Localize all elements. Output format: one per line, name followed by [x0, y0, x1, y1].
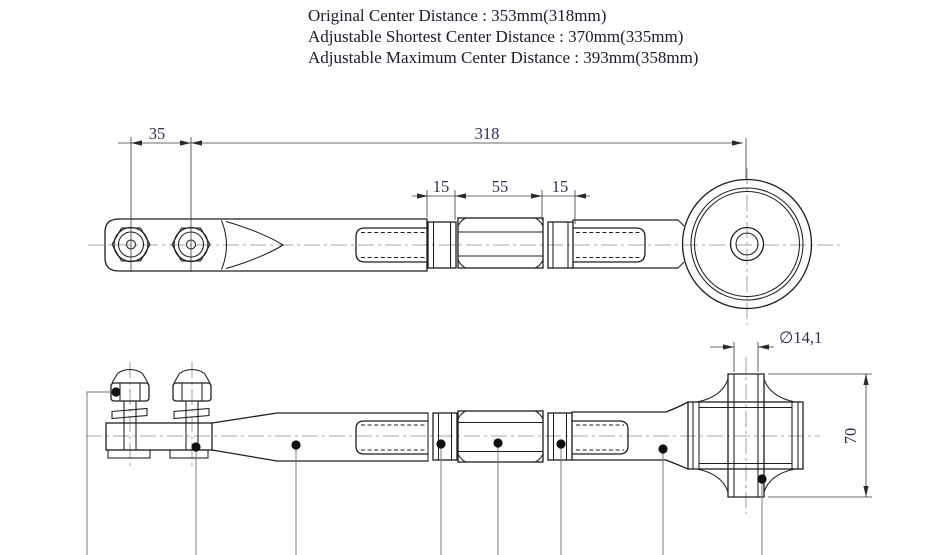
- dim-bolt-spacing: 35: [149, 124, 166, 143]
- bushing-eye: [681, 178, 813, 310]
- top-view-drawing: [104, 178, 813, 310]
- dim-turnbuckle-length: 55: [492, 177, 509, 196]
- dim-center-distance: 318: [475, 124, 500, 143]
- dome-nut-bolt-right: [172, 368, 212, 450]
- note-maximum-center-distance: Adjustable Maximum Center Distance : 393…: [308, 48, 698, 67]
- turnbuckle-body-side: [457, 410, 544, 463]
- lock-nut-left: [427, 221, 457, 269]
- left-thread-side: [355, 420, 429, 455]
- leader-lines: [86, 387, 767, 555]
- note-original-center-distance: Original Center Distance : 353mm(318mm): [308, 6, 606, 25]
- left-thread-outline: [355, 227, 429, 263]
- drawing-notes: Original Center Distance : 353mm(318mm) …: [308, 6, 698, 67]
- note-shortest-center-distance: Adjustable Shortest Center Distance : 37…: [308, 27, 683, 46]
- right-thread-side: [572, 420, 629, 455]
- right-thread-outline: [572, 227, 646, 263]
- turnbuckle-body: [457, 217, 544, 269]
- taper-arc: [221, 220, 228, 270]
- dimension-annotations: 35 318 15 55 15 ∅14,1 70: [118, 124, 872, 498]
- dim-bore-diameter: ∅14,1: [779, 328, 822, 347]
- bushing-housing-side: [687, 373, 804, 498]
- bar-side-outline: [105, 422, 213, 451]
- side-view-drawing: [105, 368, 804, 498]
- dim-sleeve-height: 70: [841, 428, 860, 445]
- taper-cone: [225, 220, 284, 270]
- dim-left-locknut: 15: [433, 177, 450, 196]
- bar-body-outline: [104, 218, 428, 272]
- dim-right-locknut: 15: [552, 177, 569, 196]
